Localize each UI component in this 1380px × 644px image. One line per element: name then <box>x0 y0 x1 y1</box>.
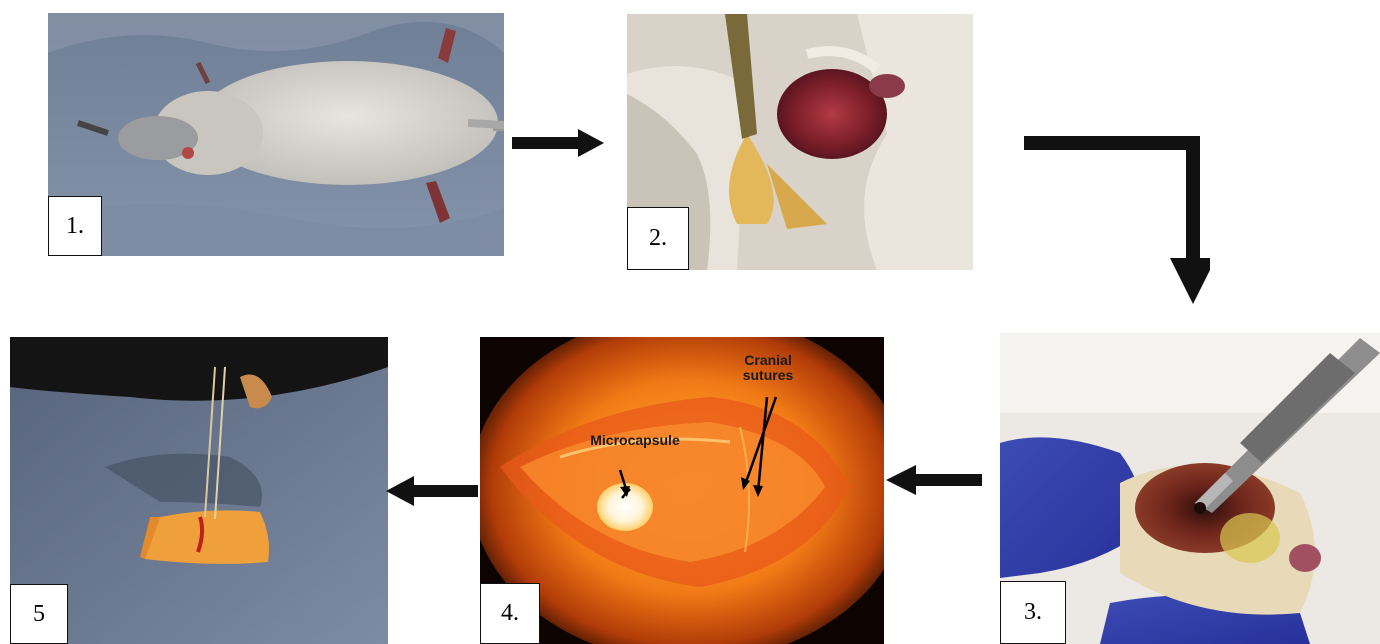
photo-step-4 <box>480 337 884 644</box>
rat-image <box>48 13 504 256</box>
annotation-cranial-sutures-line2: sutures <box>743 367 794 383</box>
annotation-microcapsule: Microcapsule <box>570 433 700 448</box>
microcapsule-image <box>480 337 884 644</box>
annotation-cranial-sutures-line1: Cranial <box>744 352 791 368</box>
step-label-1: 1. <box>48 196 102 256</box>
arrow-2-to-3 <box>1024 136 1210 306</box>
arrow-1-to-2 <box>512 128 604 158</box>
step-label-5: 5 <box>10 584 68 644</box>
arrow-4-to-5 <box>386 475 478 507</box>
step-label-4: 4. <box>480 583 540 644</box>
step-label-3: 3. <box>1000 581 1066 644</box>
step-label-2: 2. <box>627 207 689 270</box>
arrow-3-to-4 <box>886 464 982 496</box>
annotation-cranial-sutures: Cranial sutures <box>728 353 808 383</box>
photo-step-1 <box>48 13 504 256</box>
